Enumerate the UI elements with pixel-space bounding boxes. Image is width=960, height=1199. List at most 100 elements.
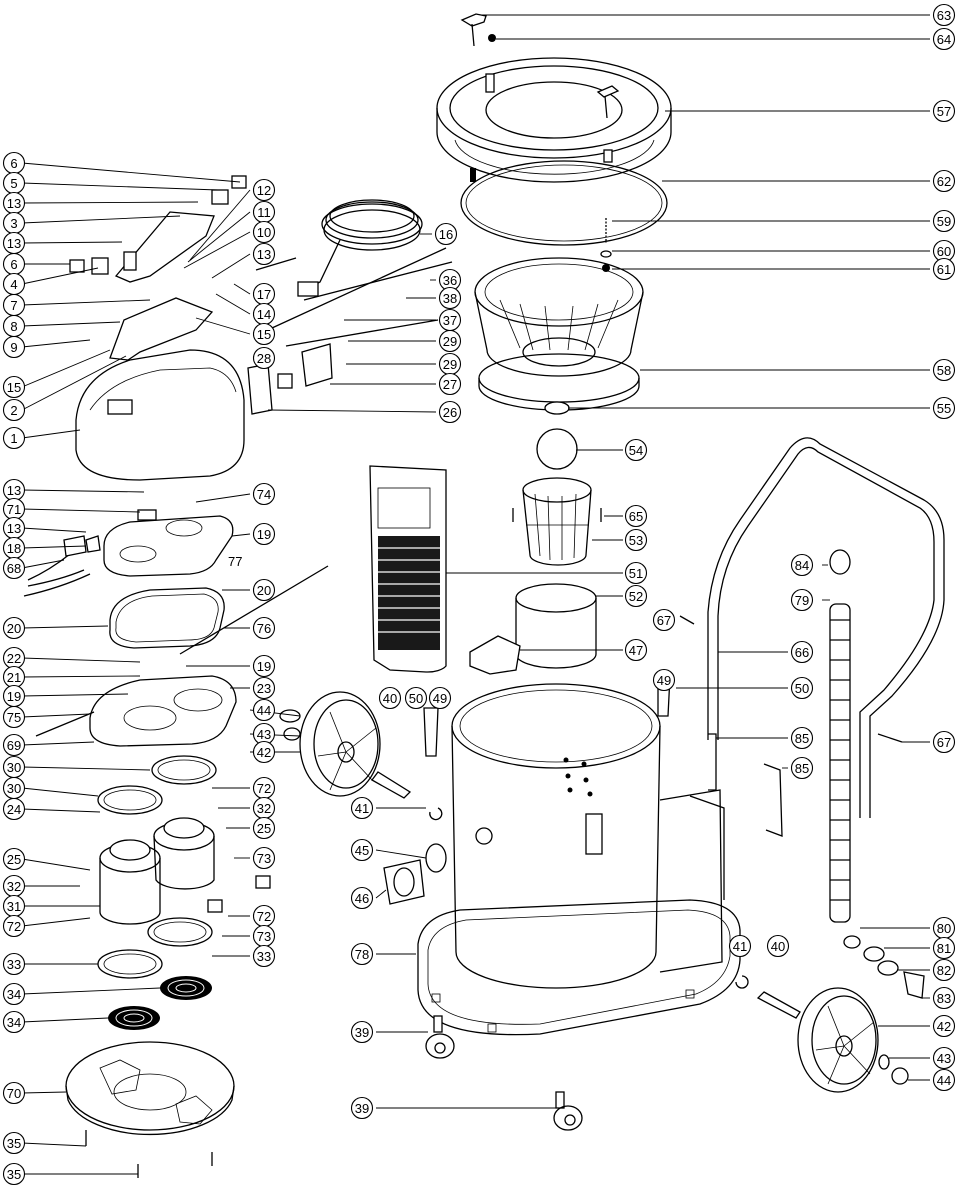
callout-19: 19 — [252, 654, 276, 678]
callout-35: 35 — [2, 1162, 26, 1186]
callout-13: 13 — [2, 231, 26, 255]
callout-number: 42 — [937, 1019, 951, 1034]
lid-ring — [436, 57, 672, 183]
callout-number: 44 — [937, 1073, 951, 1088]
callout-number: 69 — [7, 738, 21, 753]
callout-39: 39 — [350, 1096, 374, 1120]
callout-35: 35 — [2, 1131, 26, 1155]
callout-78: 78 — [350, 942, 374, 966]
callout-number: 25 — [7, 852, 21, 867]
callout-number: 72 — [257, 781, 271, 796]
callout-42: 42 — [932, 1014, 956, 1038]
callout-number: 72 — [257, 909, 271, 924]
callout-circle — [378, 686, 402, 710]
callout-circle — [2, 1081, 26, 1105]
callout-42: 42 — [252, 740, 276, 764]
callout-circle — [252, 522, 276, 546]
knob-nut — [488, 34, 496, 42]
filter-basket — [474, 257, 644, 415]
callout-number: 41 — [733, 939, 747, 954]
callout-50: 50 — [790, 676, 814, 700]
callout-79: 79 — [790, 588, 814, 612]
callout-17: 17 — [252, 282, 276, 306]
callout-34: 34 — [2, 982, 26, 1006]
bolt-washer-nut — [600, 218, 612, 272]
callout-29: 29 — [438, 352, 462, 376]
caster-wheel — [425, 1015, 455, 1059]
gasket — [151, 755, 217, 785]
callout-number: 28 — [257, 351, 271, 366]
callout-number: 50 — [795, 681, 809, 696]
callout-circle — [932, 99, 956, 123]
leader-lines — [21, 14, 930, 1175]
callout-number: 1 — [10, 431, 17, 446]
callout-number: 37 — [443, 313, 457, 328]
callout-44: 44 — [252, 698, 276, 722]
callout-28: 28 — [252, 346, 276, 370]
callout-circle — [790, 676, 814, 700]
callout-59: 59 — [932, 209, 956, 233]
callout-number: 55 — [937, 401, 951, 416]
callout-number: 31 — [7, 899, 21, 914]
callout-85: 85 — [790, 726, 814, 750]
callout-circle — [790, 588, 814, 612]
axle — [756, 991, 801, 1019]
callout-25: 25 — [2, 847, 26, 871]
callout-73: 73 — [252, 924, 276, 948]
mounting-plate — [89, 675, 237, 747]
callout-61: 61 — [932, 257, 956, 281]
callout-number: 52 — [629, 589, 643, 604]
callout-22: 22 — [2, 646, 26, 670]
callout-circle — [624, 438, 648, 462]
callout-13: 13 — [252, 242, 276, 266]
callout-19: 19 — [2, 684, 26, 708]
callout-83: 83 — [932, 986, 956, 1010]
vacuum-motor — [153, 817, 215, 890]
callout-number: 32 — [257, 801, 271, 816]
callout-number: 18 — [7, 541, 21, 556]
callout-number: 83 — [937, 991, 951, 1006]
screw — [877, 733, 903, 743]
callout-number: 6 — [10, 257, 17, 272]
callout-3: 3 — [2, 211, 26, 235]
callout-number: 58 — [937, 363, 951, 378]
callout-number: 35 — [7, 1167, 21, 1182]
callout-57: 57 — [932, 99, 956, 123]
callout-circle — [2, 1010, 26, 1034]
callout-44: 44 — [932, 1068, 956, 1092]
callout-4: 4 — [2, 272, 26, 296]
caster-wheel — [553, 1091, 583, 1131]
callout-circle — [624, 504, 648, 528]
callout-67: 67 — [652, 608, 676, 632]
callout-32: 32 — [2, 874, 26, 898]
callout-number: 19 — [257, 659, 271, 674]
hose-cuff — [829, 549, 851, 575]
power-cord — [297, 199, 423, 297]
connector — [255, 875, 271, 889]
callout-number: 6 — [10, 156, 17, 171]
callout-74: 74 — [252, 482, 276, 506]
callout-circle — [932, 730, 956, 754]
callout-70: 70 — [2, 1081, 26, 1105]
callout-75: 75 — [2, 705, 26, 729]
label-77: 77 — [228, 554, 242, 569]
callout-number: 24 — [7, 802, 21, 817]
vacuum-motor — [99, 839, 161, 925]
callout-circle — [2, 375, 26, 399]
callout-41: 41 — [728, 934, 752, 958]
callout-number: 30 — [7, 781, 21, 796]
callout-number: 13 — [257, 247, 271, 262]
callout-number: 43 — [257, 727, 271, 742]
callout-circle — [624, 584, 648, 608]
callout-number: 36 — [443, 273, 457, 288]
callout-circle — [932, 358, 956, 382]
callout-43: 43 — [932, 1046, 956, 1070]
callout-47: 47 — [624, 638, 648, 662]
callout-number: 14 — [257, 307, 271, 322]
screw — [679, 615, 695, 625]
callout-number: 8 — [10, 319, 17, 334]
callout-54: 54 — [624, 438, 648, 462]
callout-number: 51 — [629, 566, 643, 581]
callout-number: 45 — [355, 843, 369, 858]
latch — [423, 707, 439, 757]
